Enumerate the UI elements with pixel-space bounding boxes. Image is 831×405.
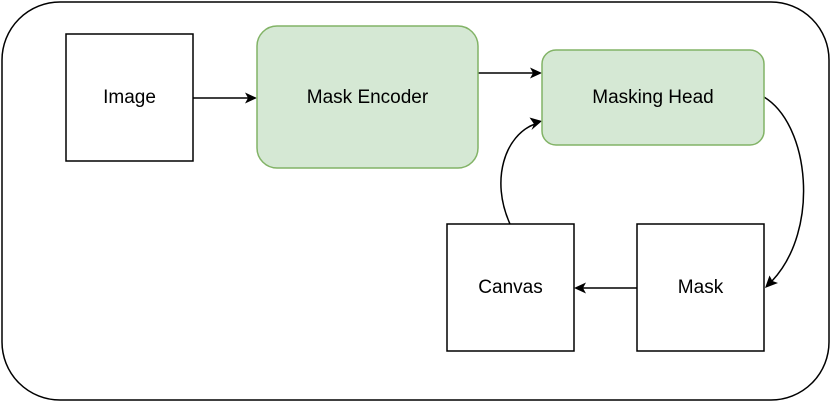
edge-masking-head-to-mask <box>763 96 805 282</box>
node-canvas-box <box>446 223 575 352</box>
node-mask[interactable]: Mask <box>636 223 765 352</box>
node-mask-encoder-label: Mask Encoder <box>307 87 429 108</box>
arrowhead-mask-to-canvas <box>574 282 586 294</box>
node-image[interactable]: Image <box>65 33 194 162</box>
arrowhead-mask-encoder-to-masking-head <box>530 67 542 79</box>
node-mask-label: Mask <box>678 277 724 298</box>
node-canvas-label: Canvas <box>478 277 542 298</box>
node-mask-encoder[interactable]: Mask Encoder <box>256 25 479 169</box>
arrowhead-image-to-mask-encoder <box>245 92 257 104</box>
edges <box>193 67 805 294</box>
node-canvas[interactable]: Canvas <box>446 223 575 352</box>
edge-canvas-to-masking-head <box>500 123 536 225</box>
arrowhead-masking-head-to-mask <box>765 275 778 288</box>
node-masking-head[interactable]: Masking Head <box>541 49 765 146</box>
node-mask-box <box>636 223 765 352</box>
node-mask-encoder-box <box>256 25 479 169</box>
node-image-box <box>65 33 194 162</box>
node-masking-head-label: Masking Head <box>592 87 713 108</box>
node-masking-head-box <box>541 49 765 146</box>
node-image-label: Image <box>103 87 156 108</box>
arrowhead-canvas-to-masking-head <box>529 117 542 130</box>
